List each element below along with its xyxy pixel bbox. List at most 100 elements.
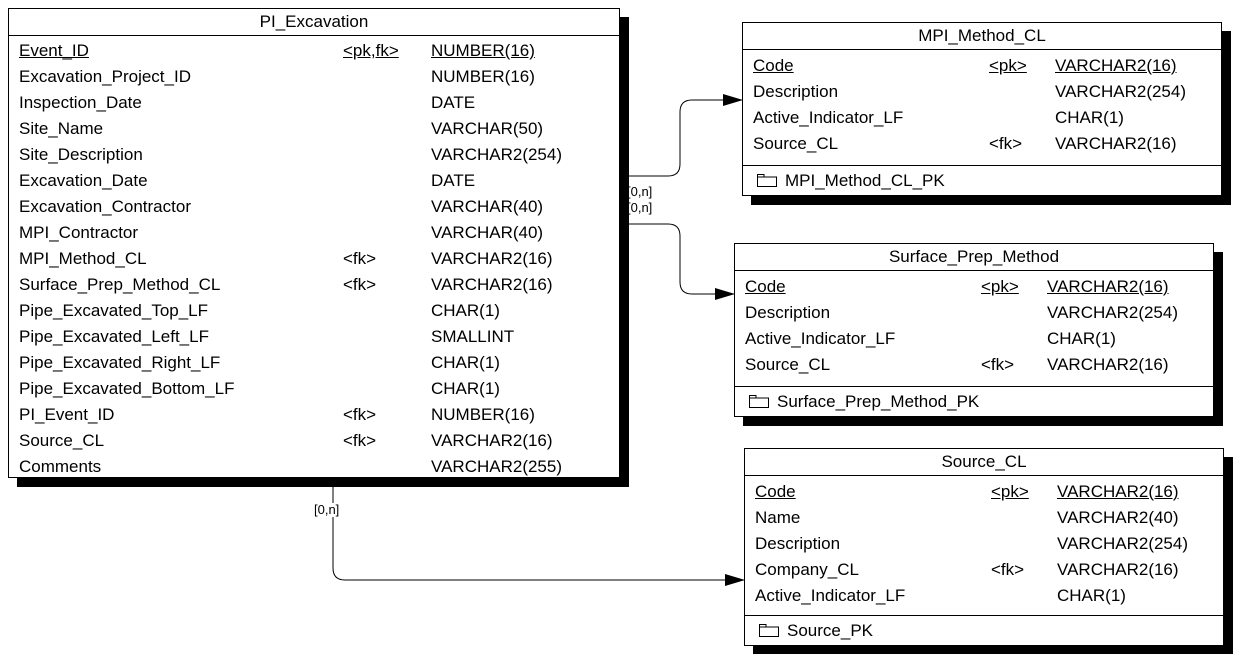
attribute-key: <pk>: [991, 482, 1029, 501]
attribute-name: Event_ID: [19, 41, 89, 60]
primary-key-section: Surface_Prep_Method_PK: [735, 386, 1213, 417]
entity-title: MPI_Method_CL: [743, 23, 1221, 50]
attribute-name: Name: [755, 508, 801, 527]
attribute-name: MPI_Contractor: [19, 223, 139, 242]
attribute-row: Description VARCHAR2(254): [735, 300, 1213, 326]
attribute-type: VARCHAR2(16): [431, 431, 553, 450]
attribute-type: DATE: [431, 171, 476, 190]
attribute-name: PI_Event_ID: [19, 405, 115, 424]
attribute-row: Active_Indicator_LF CHAR(1): [735, 326, 1213, 352]
attribute-type: CHAR(1): [431, 353, 500, 372]
attribute-row: Code <pk> VARCHAR2(16): [735, 274, 1213, 300]
attribute-row: Pipe_Excavated_Right_LF CHAR(1): [9, 350, 619, 376]
attribute-type: VARCHAR2(255): [431, 457, 563, 476]
attribute-type: VARCHAR2(16): [1047, 355, 1169, 374]
attribute-name: Pipe_Excavated_Left_LF: [19, 327, 209, 346]
entity-title: Surface_Prep_Method: [735, 244, 1213, 271]
attribute-name: Code: [753, 56, 794, 75]
attribute-list: Event_ID <pk,fk> NUMBER(16) Excavation_Proj…: [9, 36, 619, 478]
primary-key-name: MPI_Method_CL_PK: [785, 171, 945, 190]
folder-key-icon: [749, 395, 769, 408]
attribute-name: Comments: [19, 457, 102, 476]
folder-key-icon: [757, 174, 777, 187]
attribute-key: <fk>: [989, 134, 1023, 153]
attribute-key: <pk>: [981, 277, 1019, 296]
attribute-name: Description: [753, 82, 839, 101]
attribute-type: VARCHAR(40): [431, 223, 544, 242]
attribute-name: Source_CL: [19, 431, 105, 450]
attribute-type: VARCHAR2(40): [1057, 508, 1179, 527]
attribute-row: Inspection_Date DATE: [9, 90, 619, 116]
entity-title: PI_Excavation: [9, 9, 619, 36]
attribute-type: DATE: [431, 93, 476, 112]
attribute-key: <fk>: [343, 275, 377, 294]
attribute-name: Site_Description: [19, 145, 143, 164]
attribute-name: Source_CL: [753, 134, 839, 153]
attribute-type: NUMBER(16): [431, 405, 535, 424]
attribute-key: <fk>: [981, 355, 1015, 374]
attribute-row: Event_ID<pk,fk>NUMBER(16): [9, 38, 619, 64]
primary-key-section: MPI_Method_CL_PK: [743, 165, 1221, 196]
attribute-type: VARCHAR2(16): [1055, 134, 1177, 153]
attribute-row: Source_CL <fk> VARCHAR2(16): [9, 428, 619, 454]
attribute-name: Pipe_Excavated_Right_LF: [19, 353, 221, 372]
attribute-row: Name VARCHAR2(40): [745, 505, 1223, 531]
attribute-row: Source_CL<fk>VARCHAR2(16): [735, 352, 1213, 378]
folder-key-icon: [759, 624, 779, 637]
attribute-key: <pk,fk>: [343, 41, 399, 60]
attribute-type: VARCHAR2(254): [1047, 303, 1179, 322]
attribute-name: Active_Indicator_LF: [755, 586, 906, 605]
attribute-name: Code: [755, 482, 796, 501]
entity-surface-prep-method[interactable]: Surface_Prep_Method Code <pk> VARCHAR2(16)…: [734, 243, 1214, 417]
primary-key-name: Source_PK: [787, 621, 873, 640]
attribute-name: Excavation_Date: [19, 171, 148, 190]
attribute-name: Active_Indicator_LF: [745, 329, 896, 348]
attribute-type: CHAR(1): [1047, 329, 1116, 348]
connector-surface-prep: [620, 223, 735, 300]
entity-pi-excavation[interactable]: PI_Excavation Event_ID<pk,fk>NUMBER(16)E…: [8, 8, 620, 478]
attribute-name: MPI_Method_CL: [19, 249, 147, 268]
attribute-name: Description: [745, 303, 831, 322]
attribute-row: Description VARCHAR2(254): [745, 531, 1223, 557]
attribute-type: VARCHAR2(254): [1057, 534, 1189, 553]
connector-source: [332, 478, 745, 586]
attribute-type: SMALLINT: [431, 327, 515, 346]
entity-title: Source_CL: [745, 449, 1223, 476]
attribute-name: Description: [755, 534, 841, 553]
attribute-key: <fk>: [343, 249, 377, 268]
cardinality-label-surface-prep: [0,n]: [627, 200, 653, 215]
attribute-name: Inspection_Date: [19, 93, 142, 112]
attribute-key: <fk>: [991, 560, 1025, 579]
attribute-name: Company_CL: [755, 560, 859, 579]
attribute-row: PI_Event_ID<fk>NUMBER(16): [9, 402, 619, 428]
attribute-type: VARCHAR2(16): [431, 249, 553, 268]
primary-key-name: Surface_Prep_Method_PK: [777, 392, 980, 411]
attribute-row: Source_CL <fk> VARCHAR2(16): [743, 131, 1221, 157]
attribute-row: MPI_Method_CL <fk> VARCHAR2(16): [9, 246, 619, 272]
attribute-type: VARCHAR2(16): [1055, 56, 1177, 75]
attribute-row: MPI_Contractor VARCHAR(40): [9, 220, 619, 246]
entity-mpi-method-cl[interactable]: MPI_Method_CL Code<pk>VARCHAR2(16)Descri…: [742, 22, 1222, 196]
attribute-row: Code<pk>VARCHAR2(16): [743, 53, 1221, 79]
attribute-row: Surface_Prep_Method_CL<fk>VARCHAR2(16): [9, 272, 619, 298]
attribute-type: CHAR(1): [1055, 108, 1124, 127]
attribute-type: VARCHAR2(16): [1047, 277, 1169, 296]
attribute-name: Code: [745, 277, 786, 296]
attribute-row: Company_CL<fk>VARCHAR2(16): [745, 557, 1223, 583]
attribute-name: Pipe_Excavated_Bottom_LF: [19, 379, 235, 398]
cardinality-label-mpi-method: [0,n]: [627, 184, 653, 199]
attribute-key: <fk>: [343, 431, 377, 450]
attribute-name: Excavation_Project_ID: [19, 67, 191, 86]
attribute-row: Pipe_Excavated_Left_LF SMALLINT: [9, 324, 619, 350]
